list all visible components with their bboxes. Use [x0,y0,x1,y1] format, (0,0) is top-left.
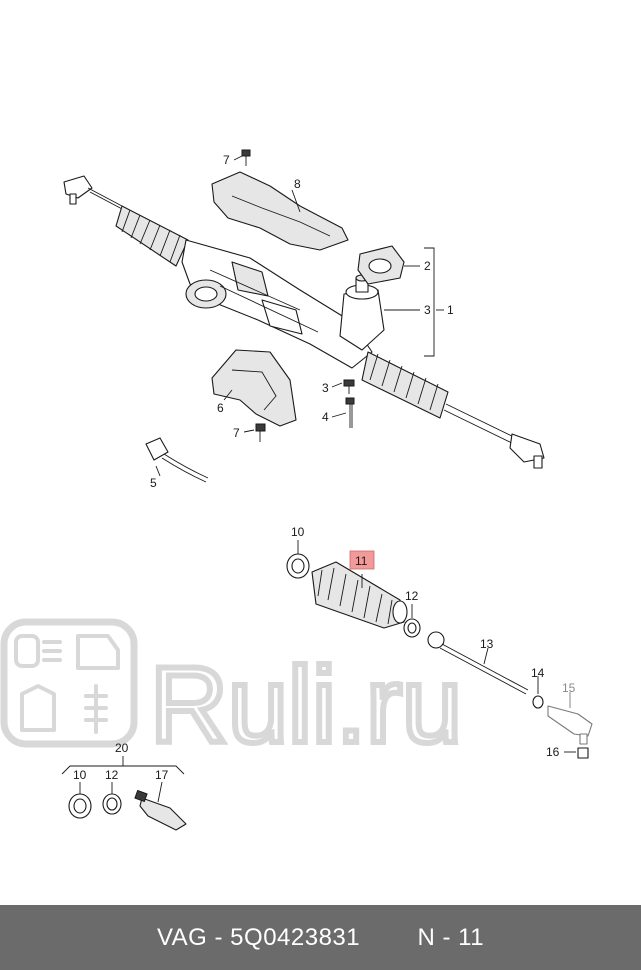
castle-nut [564,747,589,759]
bellows-boot [311,561,408,629]
heat-shield-upper [211,171,349,251]
watermark: Ruli.ru [0,618,465,768]
pinion-housing [339,274,385,351]
top-callout-lines [155,155,444,477]
bolt-3 [343,379,355,394]
right-bellows [361,351,449,419]
callout-kit-12: 12 [105,768,119,782]
screw-upper [241,149,251,166]
callout-16: 16 [546,745,560,759]
callout-14: 14 [531,666,545,680]
repair-kit-group [61,756,187,831]
part-info-footer: VAG - 5Q0423831 N - 11 [0,905,641,970]
callout-6: 6 [217,401,224,415]
callout-3: 3 [322,381,329,395]
footer-part-number: 5Q0423831 [230,923,361,951]
rack-housing [181,239,373,369]
sensor-cable [145,437,209,483]
callout-7-lower: 7 [233,426,240,440]
screw-lower [255,423,266,442]
callout-11: 11 [355,554,368,568]
callout-1: 1 [447,303,454,317]
lock-nut [532,676,544,709]
footer-brand: VAG [156,923,208,951]
right-tie-rod-end [443,403,545,469]
callout-13: 13 [480,637,494,651]
rack-mount-bushing [357,245,405,285]
kit-clamp-10 [68,793,92,819]
clamp-small [403,604,421,638]
outer-tie-rod-end [547,692,593,745]
steering-rack-assembly [63,175,545,469]
inner-tie-rod [427,631,529,695]
grease-tube-17 [134,789,187,831]
callout-kit-10: 10 [73,768,87,782]
callout-17: 17 [155,768,169,782]
watermark-text: Ruli.ru [150,644,462,765]
callout-4: 4 [322,410,329,424]
callout-20: 20 [115,741,129,755]
car-parts-logo-icon [0,618,138,748]
footer-gap [360,924,417,952]
callout-labels: 7 8 2 3 1 3 4 6 7 5 10 11 12 13 14 15 16… [73,153,576,782]
kit-clamp-12 [102,793,122,815]
footer-separator: - [207,923,231,951]
callout-7-upper: 7 [223,153,230,167]
left-tie-rod-end [63,175,125,211]
heat-shield-lower [211,349,297,427]
callout-3-bracket: 3 [424,303,431,317]
callout-5: 5 [150,476,157,490]
left-bellows [115,205,189,267]
callout-12: 12 [405,589,419,603]
footer-position-label: N - 11 [417,923,485,951]
bolt-4 [345,397,355,428]
highlight-box-11 [349,550,375,570]
callout-8: 8 [294,177,301,191]
callout-2: 2 [424,259,431,273]
clamp-large [286,540,310,579]
callout-15: 15 [562,681,576,695]
callout-10: 10 [291,525,305,539]
